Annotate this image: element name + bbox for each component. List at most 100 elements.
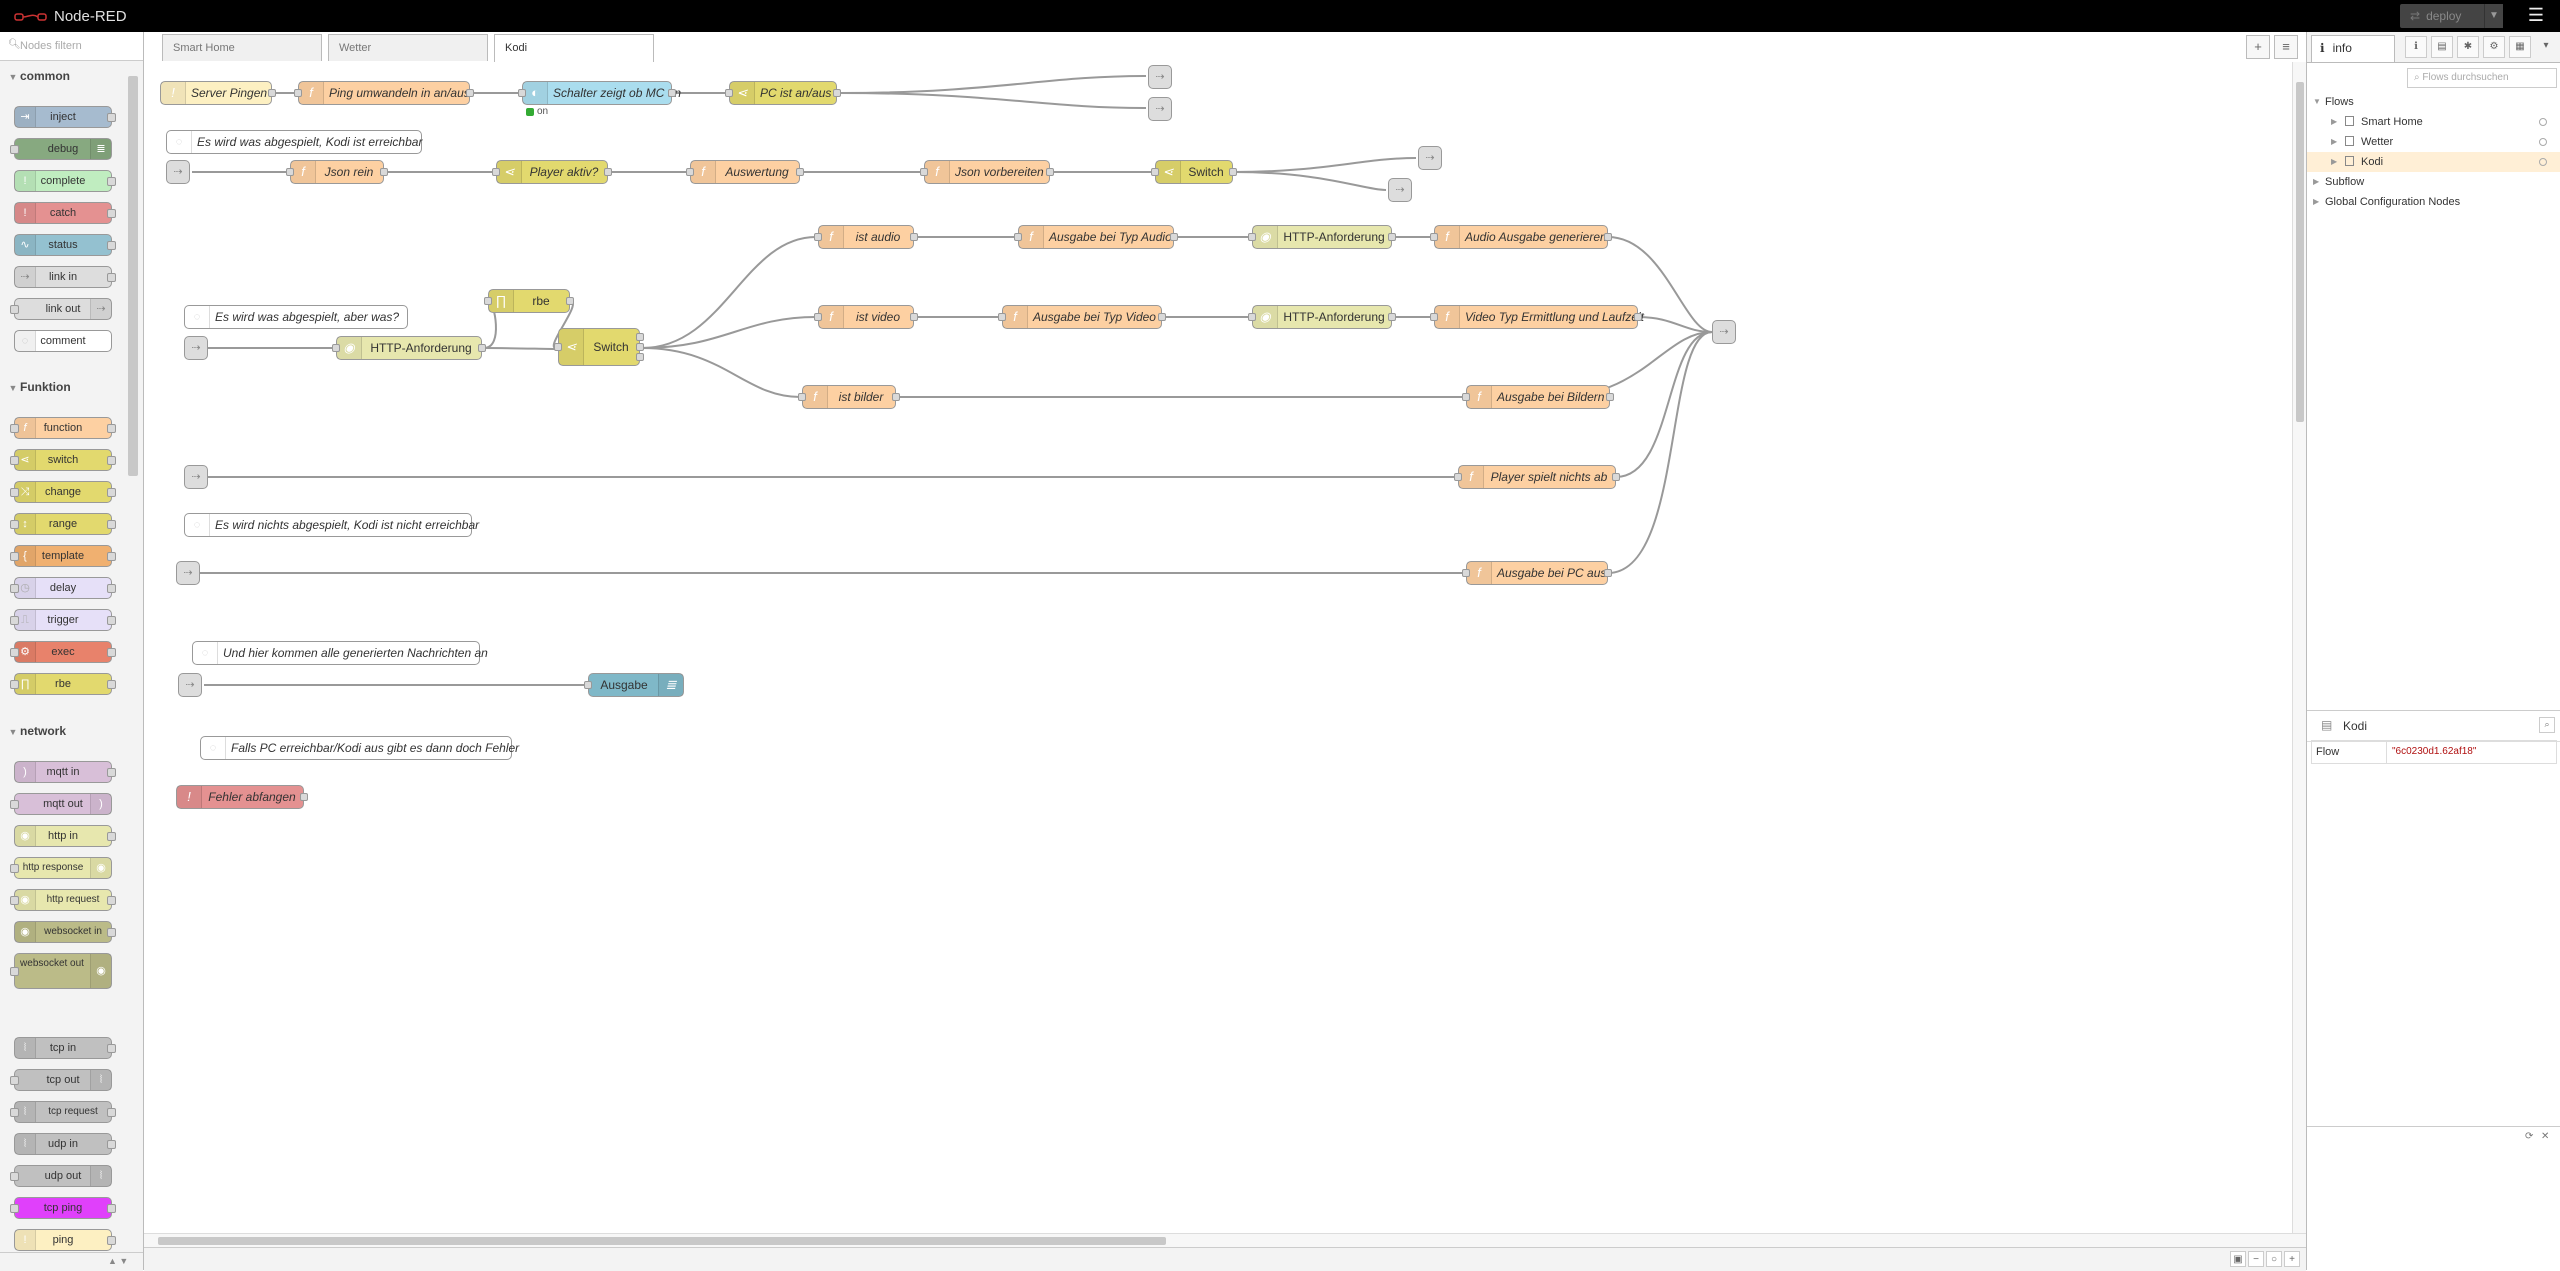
input-port[interactable] bbox=[1462, 393, 1470, 401]
output-port[interactable] bbox=[478, 344, 486, 352]
input-port[interactable] bbox=[1430, 233, 1438, 241]
node-switch-2[interactable]: ⋖Switch bbox=[554, 328, 644, 366]
link-out-node[interactable]: ⇢ bbox=[1418, 146, 1442, 170]
output-port[interactable] bbox=[910, 233, 918, 241]
node-http-anforderung-3[interactable]: ◉HTTP-Anforderung bbox=[1248, 305, 1396, 329]
zoom-in-button[interactable]: + bbox=[2284, 1251, 2300, 1267]
comment-node[interactable]: ◌Falls PC erreichbar/Kodi aus gibt es da… bbox=[200, 736, 519, 760]
input-port[interactable] bbox=[1454, 473, 1462, 481]
navigator-icon[interactable]: ▣ bbox=[2230, 1251, 2246, 1267]
palette-node-inject[interactable]: ⇥inject bbox=[14, 106, 116, 128]
output-port[interactable] bbox=[466, 89, 474, 97]
palette-node-mqtt-out[interactable]: mqtt out) bbox=[10, 793, 112, 815]
palette-node-complete[interactable]: !complete bbox=[14, 170, 116, 192]
zoom-reset-button[interactable]: ○ bbox=[2266, 1251, 2282, 1267]
palette-node-catch[interactable]: !catch bbox=[14, 202, 116, 224]
palette-node-udp-in[interactable]: ⦚udp in bbox=[14, 1133, 116, 1155]
palette-node-http-response[interactable]: http response◉ bbox=[10, 857, 112, 879]
comment-node[interactable]: ◌Es wird nichts abgespielt, Kodi ist nic… bbox=[184, 513, 479, 537]
input-port[interactable] bbox=[332, 344, 340, 352]
node-ausgabe-debug[interactable]: Ausgabe≣ bbox=[584, 673, 684, 697]
link-out-node[interactable]: ⇢ bbox=[1712, 320, 1736, 344]
palette-node-mqtt-in[interactable]: )mqtt in bbox=[14, 761, 116, 783]
palette-node-websocket-in[interactable]: ◉websocket in bbox=[14, 921, 116, 943]
link-in-node[interactable]: ⇢ bbox=[166, 160, 190, 184]
input-port[interactable] bbox=[286, 168, 294, 176]
input-port[interactable] bbox=[554, 343, 562, 351]
output-port[interactable] bbox=[1634, 313, 1642, 321]
comment-node[interactable]: ◌Es wird was abgespielt, aber was? bbox=[184, 305, 408, 329]
palette-node-exec[interactable]: ⚙exec bbox=[10, 641, 116, 663]
input-port[interactable] bbox=[686, 168, 694, 176]
visibility-toggle-icon[interactable] bbox=[2539, 118, 2547, 126]
link-out-node[interactable]: ⇢ bbox=[1388, 178, 1412, 202]
palette-node-range[interactable]: ↕range bbox=[10, 513, 116, 535]
output-port[interactable] bbox=[1606, 393, 1614, 401]
chevron-down-icon[interactable]: ▾ bbox=[2543, 40, 2549, 51]
tree-flow-kodi[interactable]: ▶Kodi bbox=[2307, 152, 2560, 172]
input-port[interactable] bbox=[998, 313, 1006, 321]
output-port[interactable] bbox=[1604, 233, 1612, 241]
output-port[interactable] bbox=[380, 168, 388, 176]
input-port[interactable] bbox=[1248, 313, 1256, 321]
output-port[interactable] bbox=[1229, 168, 1237, 176]
canvas-vertical-scrollbar[interactable] bbox=[2292, 62, 2307, 1233]
palette-node-http-in[interactable]: ◉http in bbox=[14, 825, 116, 847]
palette-node-tcp-ping[interactable]: tcp ping bbox=[10, 1197, 116, 1219]
output-port[interactable] bbox=[668, 89, 676, 97]
node-http-anforderung-1[interactable]: ◉HTTP-Anforderung bbox=[332, 336, 486, 360]
palette-node-http-request[interactable]: ◉http request bbox=[10, 889, 116, 911]
palette-node-tcp-in[interactable]: ⦚tcp in bbox=[14, 1037, 116, 1059]
node-server-pingen[interactable]: !Server Pingen bbox=[160, 81, 276, 105]
tab-smart-home[interactable]: Smart Home bbox=[162, 34, 322, 61]
scrollbar-thumb[interactable] bbox=[2296, 82, 2304, 422]
link-in-node[interactable]: ⇢ bbox=[176, 561, 200, 585]
scrollbar-thumb[interactable] bbox=[158, 1237, 1166, 1245]
input-port[interactable] bbox=[484, 297, 492, 305]
input-port[interactable] bbox=[814, 313, 822, 321]
tab-wetter[interactable]: Wetter bbox=[328, 34, 488, 61]
output-port[interactable] bbox=[636, 333, 644, 341]
input-port[interactable] bbox=[1248, 233, 1256, 241]
input-port[interactable] bbox=[798, 393, 806, 401]
palette-node-comment[interactable]: ◌comment bbox=[14, 330, 112, 352]
node-fehler-abfangen[interactable]: !Fehler abfangen bbox=[176, 785, 308, 809]
output-port[interactable] bbox=[1388, 313, 1396, 321]
deploy-options-button[interactable]: ▼ bbox=[2484, 4, 2503, 28]
input-port[interactable] bbox=[1462, 569, 1470, 577]
dashboard-icon[interactable]: ▦ bbox=[2509, 36, 2531, 58]
debug-bug-icon[interactable]: ✱ bbox=[2457, 36, 2479, 58]
comment-node[interactable]: ◌Es wird was abgespielt, Kodi ist erreic… bbox=[166, 130, 422, 154]
palette-node-trigger[interactable]: ⎍trigger bbox=[10, 609, 116, 631]
palette-node-template[interactable]: {template bbox=[10, 545, 116, 567]
output-port[interactable] bbox=[300, 793, 308, 801]
close-icon[interactable]: ✕ bbox=[2541, 1131, 2550, 1142]
node-pc-ist-anaus[interactable]: ⋖PC ist an/aus bbox=[725, 81, 841, 105]
output-port[interactable] bbox=[910, 313, 918, 321]
input-port[interactable] bbox=[1151, 168, 1159, 176]
input-port[interactable] bbox=[1014, 233, 1022, 241]
output-port[interactable] bbox=[892, 393, 900, 401]
refresh-icon[interactable]: ⟳ bbox=[2525, 1131, 2534, 1142]
output-port[interactable] bbox=[1388, 233, 1396, 241]
node-switch-1[interactable]: ⋖Switch bbox=[1151, 160, 1237, 184]
help-book-icon[interactable]: ▤ bbox=[2431, 36, 2453, 58]
palette-node-rbe[interactable]: ∏rbe bbox=[10, 673, 116, 695]
visibility-toggle-icon[interactable] bbox=[2539, 158, 2547, 166]
palette-node-websocket-out[interactable]: websocket out◉ bbox=[10, 953, 112, 989]
output-port[interactable] bbox=[268, 89, 276, 97]
palette-scrollbar[interactable] bbox=[128, 76, 138, 476]
tree-flow-smart-home[interactable]: ▶Smart Home bbox=[2307, 112, 2560, 132]
comment-node[interactable]: ◌Und hier kommen alle generierten Nachri… bbox=[192, 641, 488, 665]
